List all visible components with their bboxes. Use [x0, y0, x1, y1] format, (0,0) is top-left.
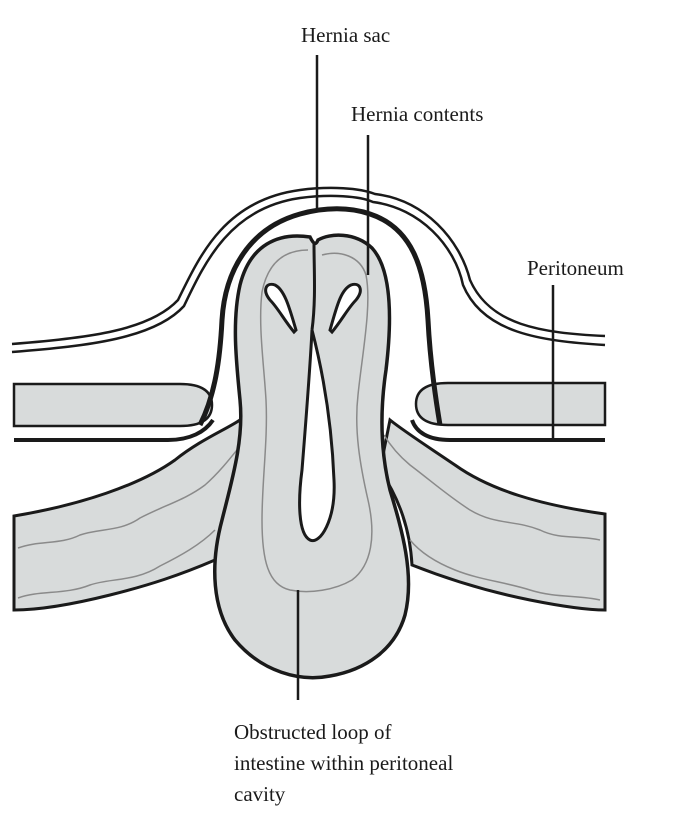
- loop-inner-wall: [259, 249, 373, 593]
- lumen-right: [328, 282, 362, 335]
- lumen-center: [298, 329, 336, 543]
- intestine-wall-left: [17, 439, 246, 549]
- muscle-layer-right: [414, 381, 607, 427]
- intestine-wall-right: [383, 434, 601, 541]
- intestine-band-right: [378, 417, 607, 612]
- peritoneum-line-left: [14, 418, 215, 442]
- label-hernia-contents: Hernia contents: [351, 102, 484, 126]
- lumen-left: [264, 282, 298, 335]
- label-hernia-sac: Hernia sac: [301, 23, 391, 47]
- loop-center-divide: [310, 243, 316, 331]
- skin-outer-line: [11, 186, 606, 346]
- label-obstructed-loop: Obstructed loop of intestine within peri…: [234, 720, 454, 806]
- intestine-wall-left-lower: [17, 529, 216, 599]
- peritoneum-line-right: [410, 419, 605, 442]
- hernia-sac: [197, 206, 443, 427]
- intestine-wall-right-lower: [409, 539, 601, 601]
- label-peritoneum: Peritoneum: [527, 256, 624, 280]
- muscle-layer-left: [12, 382, 214, 428]
- skin-inner-line: [11, 194, 606, 354]
